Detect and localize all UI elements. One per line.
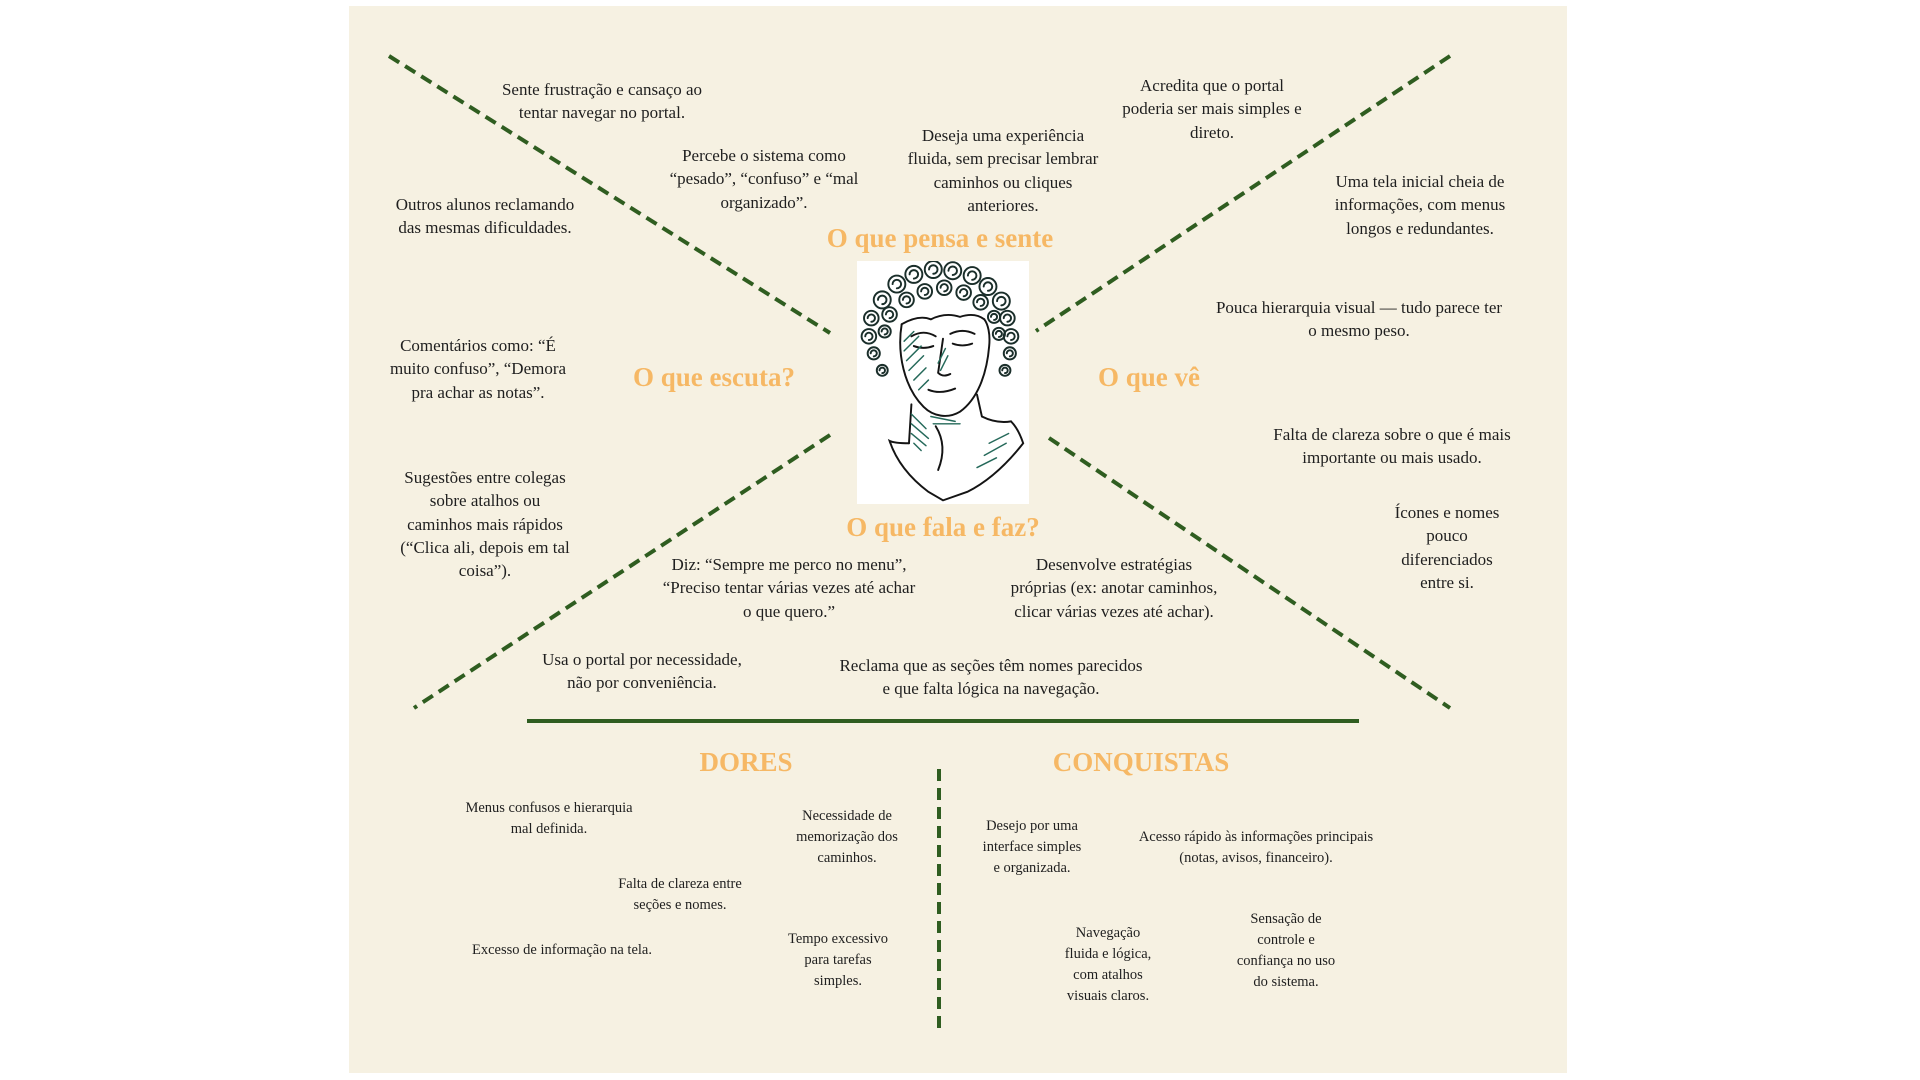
- shading-hatch: [903, 330, 1010, 469]
- note-says-does: Diz: “Sempre me perco no menu”, “Preciso…: [662, 555, 916, 621]
- heading-pains: DORES: [699, 747, 793, 777]
- heading-hears: O que escuta?: [633, 362, 795, 392]
- face-lines: [887, 313, 1025, 502]
- note-pain: Tempo excessivo para tarefas simples.: [787, 931, 889, 989]
- divider-bottom-left: [412, 433, 832, 710]
- heading-says-does: O que fala e faz?: [846, 512, 1040, 542]
- note-gain: Desejo por uma interface simples e organ…: [982, 818, 1082, 876]
- divider-top-left: [387, 54, 832, 335]
- note-sees: Ícones e nomes pouco diferenciados entre…: [1394, 503, 1500, 592]
- note-pain: Menus confusos e hierarquia mal definida…: [465, 800, 633, 837]
- note-thinks-feels: Acredita que o portal poderia ser mais s…: [1122, 76, 1302, 142]
- note-thinks-feels: Percebe o sistema como “pesado”, “confus…: [669, 146, 859, 212]
- note-hears: Sugestões entre colegas sobre atalhos ou…: [400, 468, 570, 581]
- hair-curls: [860, 261, 1020, 377]
- note-hears: Outros alunos reclamando das mesmas difi…: [395, 195, 575, 238]
- divider-top-right: [1034, 54, 1452, 333]
- note-thinks-feels: Deseja uma experiência fluida, sem preci…: [907, 126, 1099, 215]
- note-sees: Falta de clareza sobre o que é mais impo…: [1273, 425, 1511, 468]
- heading-gains: CONQUISTAS: [1052, 747, 1230, 777]
- divider-bottom-right: [1047, 436, 1452, 710]
- bust-illustration: [857, 261, 1029, 504]
- note-says-does: Desenvolve estratégias próprias (ex: ano…: [1010, 555, 1218, 621]
- note-pain: Excesso de informação na tela.: [472, 942, 652, 958]
- note-sees: Uma tela inicial cheia de informações, c…: [1334, 172, 1506, 238]
- bust-sketch-icon: [857, 261, 1029, 504]
- note-says-does: Usa o portal por necessidade, não por co…: [542, 650, 742, 693]
- note-gain: Sensação de controle e confiança no uso …: [1236, 911, 1336, 990]
- empathy-map-canvas: [349, 6, 1567, 1073]
- note-pain: Falta de clareza entre seções e nomes.: [618, 876, 742, 913]
- note-hears: Comentários como: “É muito confuso”, “De…: [389, 336, 567, 402]
- note-says-does: Reclama que as seções têm nomes parecido…: [839, 656, 1143, 699]
- note-pain: Necessidade de memorização dos caminhos.: [796, 808, 898, 866]
- note-gain: Acesso rápido às informações principais …: [1138, 829, 1374, 866]
- heading-thinks-feels: O que pensa e sente: [826, 223, 1054, 253]
- heading-sees: O que vê: [1097, 362, 1201, 392]
- note-thinks-feels: Sente frustração e cansaço ao tentar nav…: [501, 80, 703, 123]
- note-gain: Navegação fluida e lógica, com atalhos v…: [1064, 925, 1152, 1004]
- note-sees: Pouca hierarquia visual — tudo parece te…: [1215, 298, 1503, 341]
